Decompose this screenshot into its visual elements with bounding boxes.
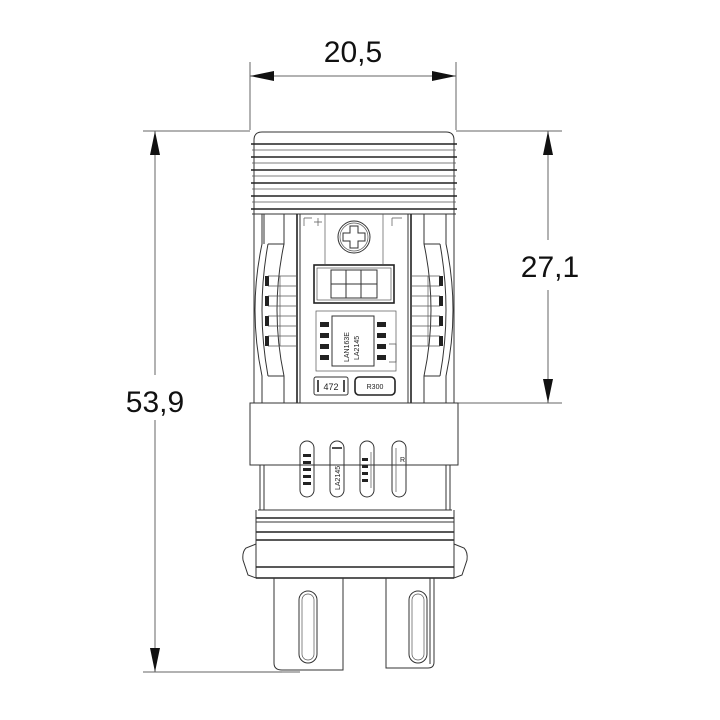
- side-led-4: R: [391, 440, 407, 498]
- arrow-down-icon: [150, 648, 160, 672]
- arrow-down-icon: [543, 379, 553, 403]
- total-height-label: 53,9: [126, 386, 184, 419]
- side-chip-label: LA2145: [335, 466, 342, 490]
- arrow-up-icon: [543, 131, 553, 155]
- resistor-r300-label: R300: [367, 384, 384, 391]
- arrow-up-icon: [150, 131, 160, 155]
- head-height-label: 27,1: [521, 251, 579, 284]
- total-height-dimension: 53,9: [126, 130, 300, 673]
- driver-ic-label-2: LA2145: [354, 336, 361, 360]
- terminal-slot-right: [408, 590, 428, 664]
- width-dimension: 20,5: [249, 36, 457, 130]
- driver-ic: LAN163E LA2145: [315, 310, 397, 372]
- terminal-slot-left: [298, 590, 318, 664]
- right-fins: [411, 275, 443, 347]
- width-dimension-label: 20,5: [324, 36, 382, 69]
- arrow-left-icon: [250, 71, 274, 81]
- resistor-r300: R300: [354, 376, 396, 396]
- side-led-3: [359, 440, 375, 498]
- resistor-472: 472: [313, 376, 349, 396]
- screw-icon: [337, 220, 371, 254]
- side-marker-label: R: [400, 457, 405, 464]
- arrow-right-icon: [432, 71, 456, 81]
- side-led-1: [299, 440, 315, 498]
- wedge-terminals: [240, 578, 435, 673]
- driver-ic-label-1: LAN163E: [344, 332, 351, 362]
- left-fins: [265, 275, 297, 347]
- head-height-dimension: 27,1: [456, 130, 579, 404]
- minus-mark-icon: [391, 217, 402, 226]
- head-body: [253, 214, 455, 403]
- resistor-472-label: 472: [323, 382, 338, 392]
- plus-mark-icon: [303, 217, 322, 226]
- base-flange: [242, 509, 468, 579]
- collar: LA2145 R: [249, 402, 459, 510]
- led-emitter: [313, 264, 395, 304]
- side-led-2: LA2145: [329, 440, 345, 498]
- ribbed-cap: [251, 131, 457, 215]
- pcb: LAN163E LA2145 472 R300: [303, 214, 402, 396]
